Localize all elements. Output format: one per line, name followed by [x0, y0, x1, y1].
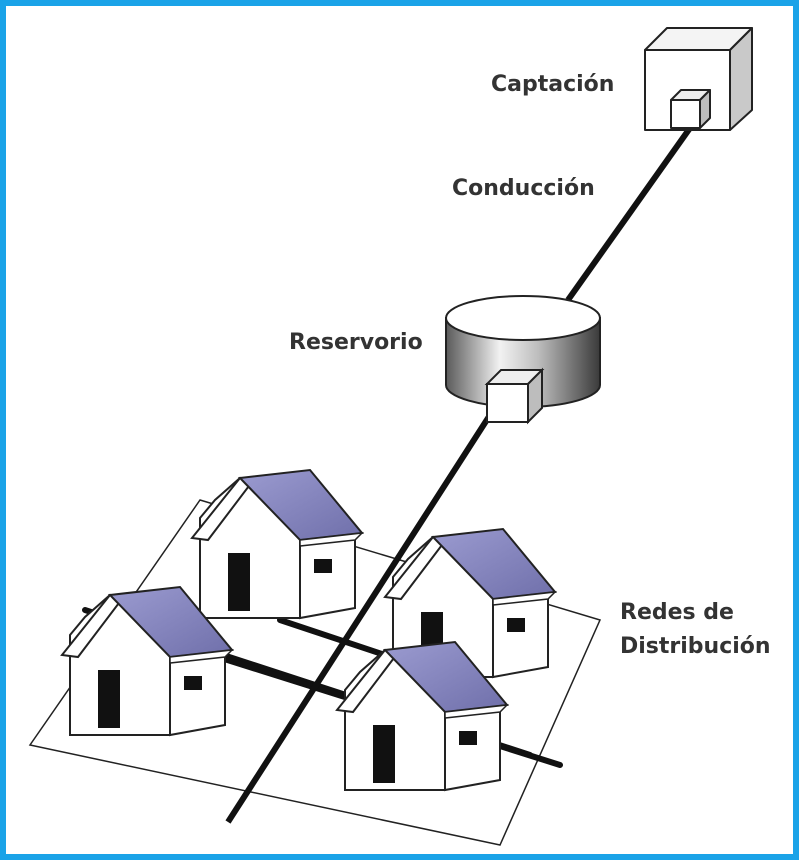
label-reservorio: Reservorio	[289, 330, 423, 355]
main-distribution-pipe	[225, 413, 493, 824]
label-captacion: Captación	[491, 72, 615, 97]
label-redes-line2: Distribución	[620, 634, 771, 660]
label-redes-line1: Redes de	[620, 600, 734, 625]
captacion-structure	[644, 27, 753, 131]
conduction-pipe	[565, 126, 693, 302]
label-redes-de-distribucion: Redes de Distribución	[620, 596, 771, 664]
house-back-left	[191, 469, 363, 619]
reservorio-tank	[445, 295, 601, 425]
label-conduccion: Conducción	[452, 176, 595, 201]
